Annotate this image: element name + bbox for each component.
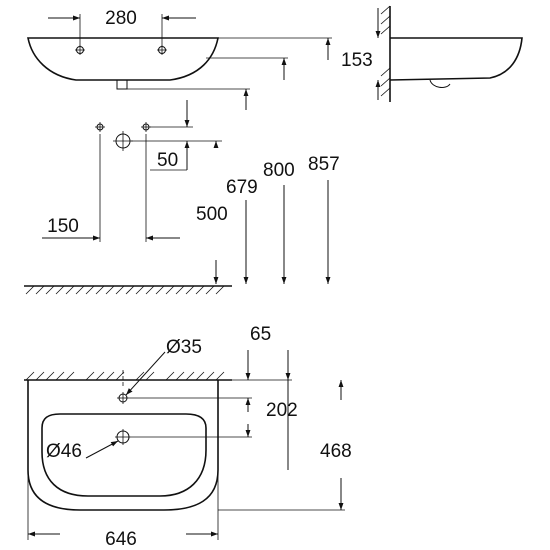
dim-inlet-height: 679 (226, 177, 258, 198)
tap-hole-right-icon (157, 45, 167, 55)
fixing-point-left-icon (95, 122, 105, 132)
dim-tap-hole-offset: 65 (250, 324, 271, 345)
basin-plan-outline (27, 380, 219, 511)
side-elevation-view: 153 (341, 5, 523, 102)
wall-line (380, 5, 391, 102)
waste-outlet (116, 79, 128, 90)
plan-wall-line (24, 371, 232, 381)
dim-tap-hole-depth: 202 (266, 400, 298, 421)
water-inlet-icon (113, 131, 133, 151)
dim-wall-projection: 153 (341, 50, 373, 71)
dim-tap-hole-diameter: Ø35 (166, 337, 202, 358)
basin-bowl-outline (41, 413, 207, 497)
dim-overall-height: 857 (308, 154, 340, 175)
dim-basin-width: 646 (105, 529, 137, 550)
dim-rim-height: 800 (263, 160, 295, 181)
plan-view: Ø35 Ø46 65 202 468 646 (24, 324, 352, 550)
dim-hole-offset: 50 (157, 150, 178, 171)
dim-tap-hole-spacing: 280 (105, 8, 137, 29)
tap-hole-icon (117, 392, 129, 404)
dim-trap-spacing: 150 (47, 216, 79, 237)
dim-waste-diameter: Ø46 (46, 441, 82, 462)
dim-basin-depth: 468 (320, 441, 352, 462)
basin-front-outline (27, 37, 219, 81)
floor-line (24, 285, 232, 295)
front-elevation-view: 280 150 50 (24, 8, 340, 295)
waste-hole-icon (115, 429, 131, 445)
tap-hole-left-icon (75, 45, 85, 55)
dim-waste-height: 500 (196, 204, 228, 225)
fixing-point-right-icon (141, 122, 151, 132)
basin-side-outline (389, 37, 523, 81)
